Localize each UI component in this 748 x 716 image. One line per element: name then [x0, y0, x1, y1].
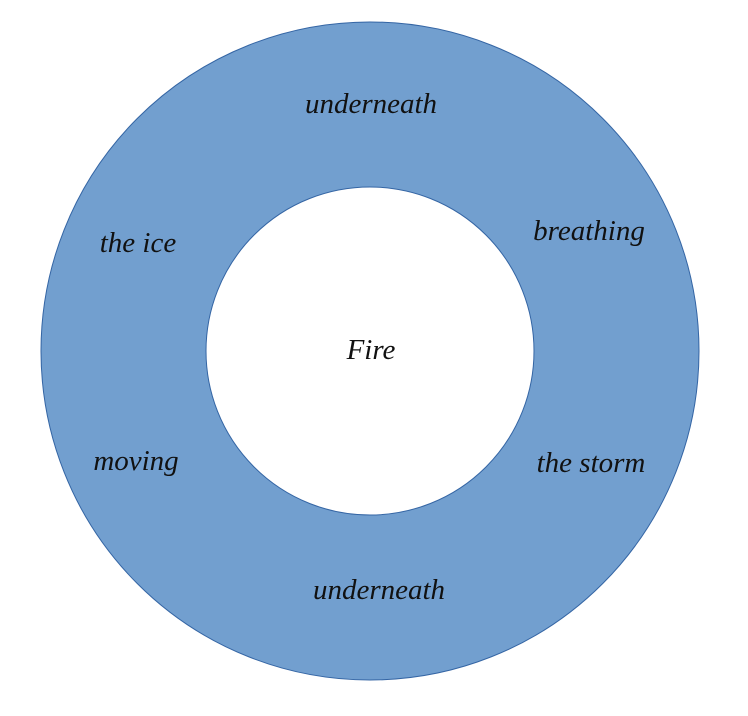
- ring-label-bottom: underneath: [313, 574, 445, 606]
- ring-label-top: underneath: [305, 88, 437, 120]
- ring-label-lower-left: moving: [93, 445, 178, 477]
- ring-label-lower-right: the storm: [537, 447, 646, 479]
- ring-label-upper-left: the ice: [100, 227, 177, 259]
- inner-circle: [205, 186, 535, 516]
- ring-label-upper-right: breathing: [533, 215, 645, 247]
- center-label: Fire: [346, 334, 396, 366]
